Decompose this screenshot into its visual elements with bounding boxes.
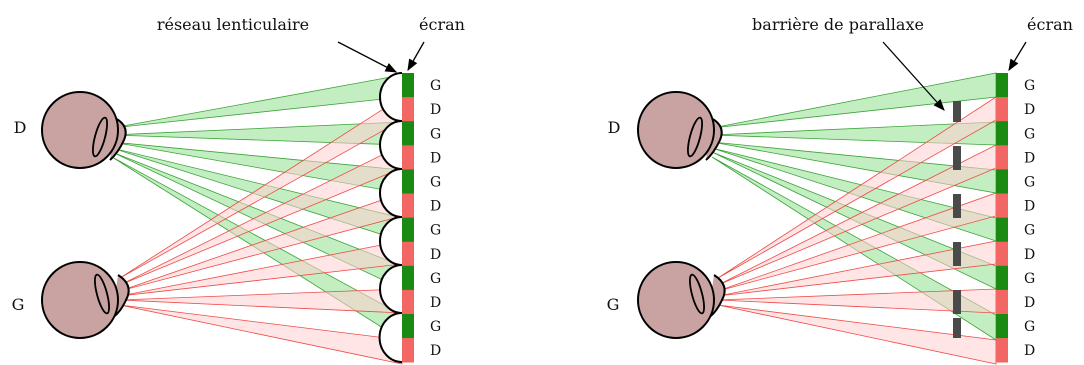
pixel-label: G <box>430 271 441 287</box>
pixel-red <box>402 338 414 363</box>
pixel-green <box>996 265 1008 291</box>
pixel-red <box>996 145 1008 170</box>
green-beam <box>111 74 403 129</box>
barrier-segment <box>953 290 961 314</box>
screen-pixels <box>402 73 414 363</box>
lenses <box>378 72 403 363</box>
pixel-red <box>996 289 1008 315</box>
eye <box>689 273 705 315</box>
pixel-label: G <box>1024 319 1035 335</box>
head <box>637 91 715 169</box>
pixel-red <box>996 97 1008 122</box>
pixel-green <box>402 73 414 98</box>
red-beam <box>119 288 403 314</box>
lens <box>378 312 403 363</box>
pixel-green <box>996 73 1008 98</box>
pixel-label: D <box>1024 247 1035 263</box>
pixel-label: G <box>430 175 441 191</box>
barrier-segment <box>953 194 961 218</box>
pixel-label: D <box>430 247 441 263</box>
pixel-green <box>996 217 1008 242</box>
pixel-label: D <box>430 295 441 311</box>
eye <box>94 273 110 315</box>
pixel-red <box>402 289 414 315</box>
head-right-eye <box>637 91 723 169</box>
pixel-label: G <box>430 78 441 94</box>
barrier <box>953 101 961 338</box>
head-left-eye <box>637 261 726 339</box>
lens-arrow <box>337 41 398 73</box>
pixel-label: D <box>430 150 441 166</box>
pixel-label: G <box>1024 271 1035 287</box>
screen-pixels <box>996 73 1008 363</box>
pixel-red <box>402 97 414 122</box>
pixel-label: G <box>430 319 441 335</box>
red-beams <box>119 96 403 365</box>
pixel-label: G <box>430 126 441 142</box>
pixel-label: D <box>430 343 441 359</box>
pixel-green <box>402 121 414 146</box>
head-left-eye <box>41 261 130 339</box>
screen-arrow <box>407 41 425 72</box>
barrier-segment <box>953 146 961 170</box>
lens <box>379 120 403 170</box>
screen-label: écran <box>1027 15 1073 34</box>
lens-label: réseau lenticulaire <box>157 15 309 34</box>
pixel-label: D <box>1024 150 1035 166</box>
pixel-label: D <box>1024 102 1035 118</box>
eye <box>687 116 703 158</box>
pixel-label: D <box>430 102 441 118</box>
lens <box>379 216 403 266</box>
pixel-label: G <box>1024 78 1035 94</box>
barrier-segment <box>953 101 961 122</box>
pixel-label: G <box>1024 175 1035 191</box>
pixel-green <box>996 169 1008 194</box>
screen-label: écran <box>419 15 465 34</box>
pixel-label: G <box>430 223 441 239</box>
pixel-green <box>402 217 414 242</box>
lens <box>379 168 403 218</box>
pixel-label: D <box>1024 295 1035 311</box>
pixel-green <box>402 169 414 194</box>
lens <box>379 72 403 122</box>
screen-arrow <box>1008 41 1027 72</box>
pixel-label: D <box>1024 343 1035 359</box>
barrier-label: barrière de parallaxe <box>752 15 924 34</box>
pixel-red <box>402 241 414 267</box>
lens <box>379 264 403 314</box>
eye <box>92 116 108 158</box>
head-right-eye <box>41 91 127 169</box>
eye-label-top: D <box>14 118 27 137</box>
pixel-green <box>996 314 1008 339</box>
eye-label-bottom: G <box>12 295 25 314</box>
pixel-red <box>402 145 414 170</box>
eye-label-top: D <box>608 118 621 137</box>
barrier-arrow <box>882 41 945 111</box>
red-beam <box>119 304 403 365</box>
eye-label-bottom: G <box>607 295 620 314</box>
pixel-label: G <box>1024 223 1035 239</box>
pixel-label: D <box>430 199 441 215</box>
pixel-label: G <box>1024 126 1035 142</box>
pixel-label: D <box>1024 199 1035 215</box>
pixel-red <box>996 241 1008 267</box>
barrier-segment <box>953 318 961 338</box>
pixel-red <box>996 338 1008 363</box>
pixel-red <box>402 193 414 218</box>
barrier-segment <box>953 242 961 266</box>
pixel-red <box>996 193 1008 218</box>
pixel-green <box>996 121 1008 146</box>
pixel-green <box>402 314 414 339</box>
pixel-green <box>402 265 414 291</box>
